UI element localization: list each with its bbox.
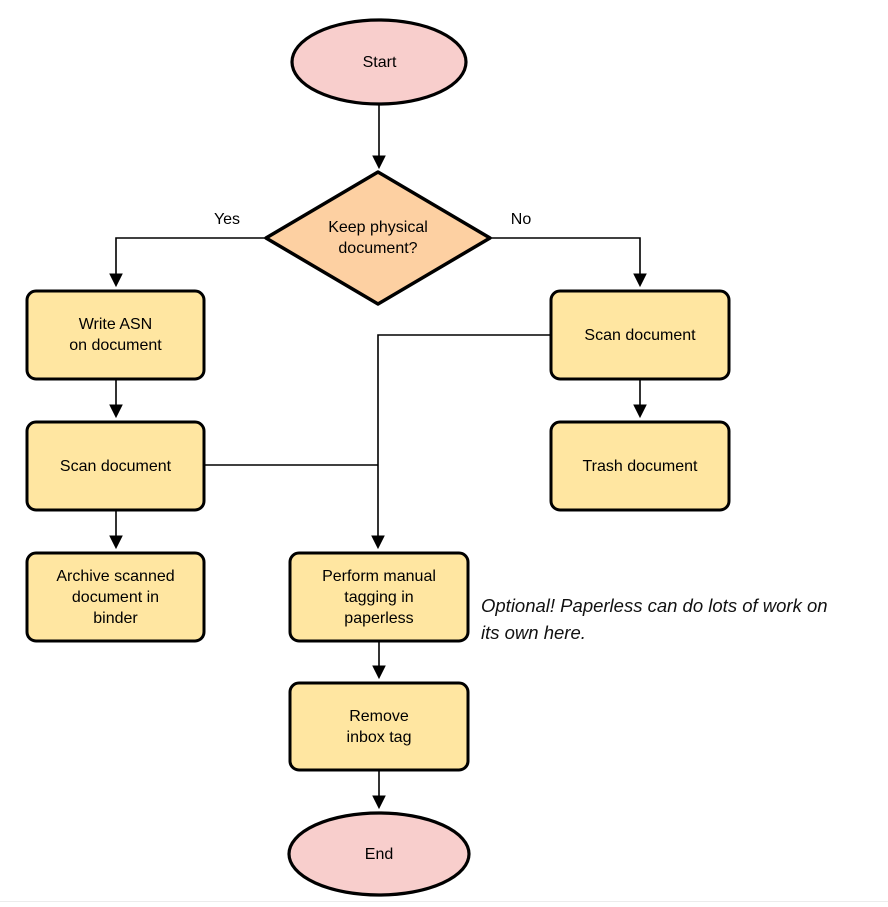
start-terminator-shape — [290, 18, 468, 106]
end-terminator-shape — [287, 811, 471, 897]
scan-left-shape — [25, 420, 206, 512]
remove-inbox-shape — [288, 681, 470, 772]
perform-tagging-shape — [288, 551, 470, 643]
no-branch-label: No — [510, 211, 532, 228]
archive-shape — [25, 551, 206, 643]
write-asn-shape — [25, 289, 206, 381]
optional-annotation: Optional! Paperless can do lots of work … — [481, 595, 828, 643]
yes-branch-label: Yes — [213, 211, 241, 228]
scan-right-shape — [549, 289, 731, 381]
decision-diamond-shape — [264, 170, 492, 306]
trash-shape — [549, 420, 731, 512]
canvas-bottom-divider — [0, 901, 888, 902]
edge-scan-right-to-perform-tagging — [371, 334, 551, 550]
edge-decision-yes-to-write-asn — [109, 237, 266, 288]
edge-decision-no-to-scan-right — [490, 237, 647, 288]
